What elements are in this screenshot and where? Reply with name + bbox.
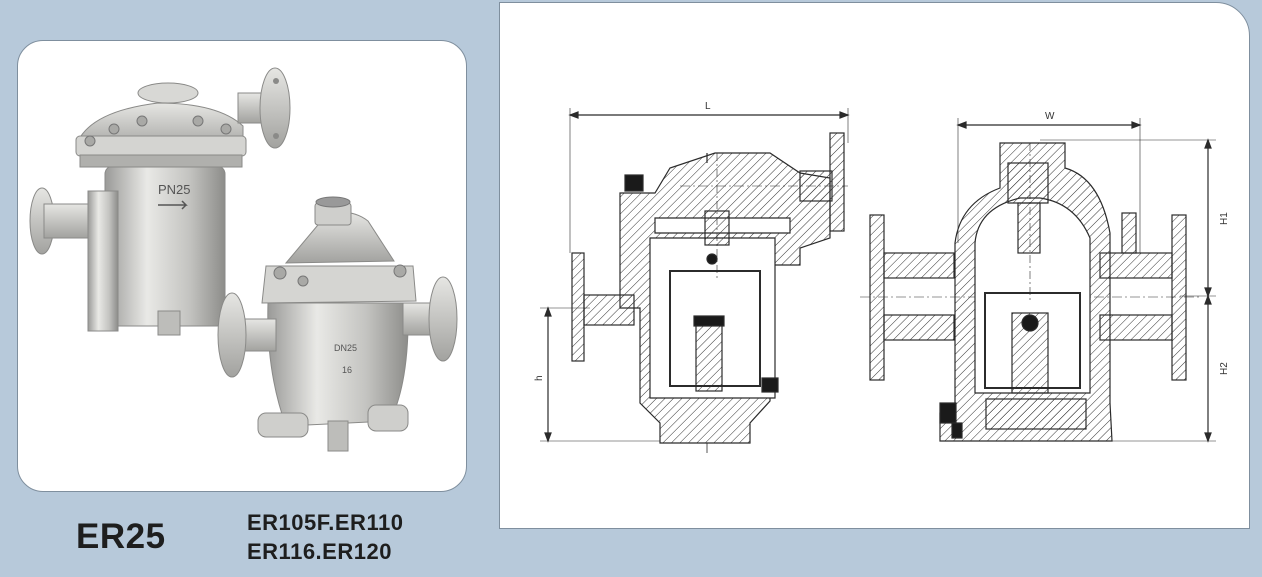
large-trap-marking: PN25 [158, 182, 191, 197]
small-trap: DN25 16 [217, 196, 458, 452]
technical-drawing-panel: L W h H1 H2 [499, 2, 1250, 529]
small-trap-marking: DN25 [334, 343, 357, 353]
front-section-view [860, 118, 1216, 443]
dimension-L-label: L [705, 101, 711, 112]
dimension-H1-label: H1 [1219, 212, 1230, 225]
model-main-label: ER25 [76, 517, 166, 556]
large-trap: PN25 [29, 67, 291, 336]
model-series-line-2: ER116.ER120 [247, 539, 392, 564]
dimension-W-label: W [1045, 111, 1055, 122]
product-photo-panel: PN25 DN25 16 [17, 40, 467, 492]
side-section-view [540, 108, 850, 453]
dimension-h-label: h [534, 375, 545, 381]
small-trap-marking-2: 16 [342, 365, 352, 375]
dimension-H2-label: H2 [1219, 362, 1230, 375]
model-series-line-1: ER105F.ER110 [247, 510, 404, 535]
steam-trap-photo: PN25 DN25 16 [29, 67, 458, 452]
cross-section-drawing: L W h H1 H2 [534, 101, 1230, 453]
